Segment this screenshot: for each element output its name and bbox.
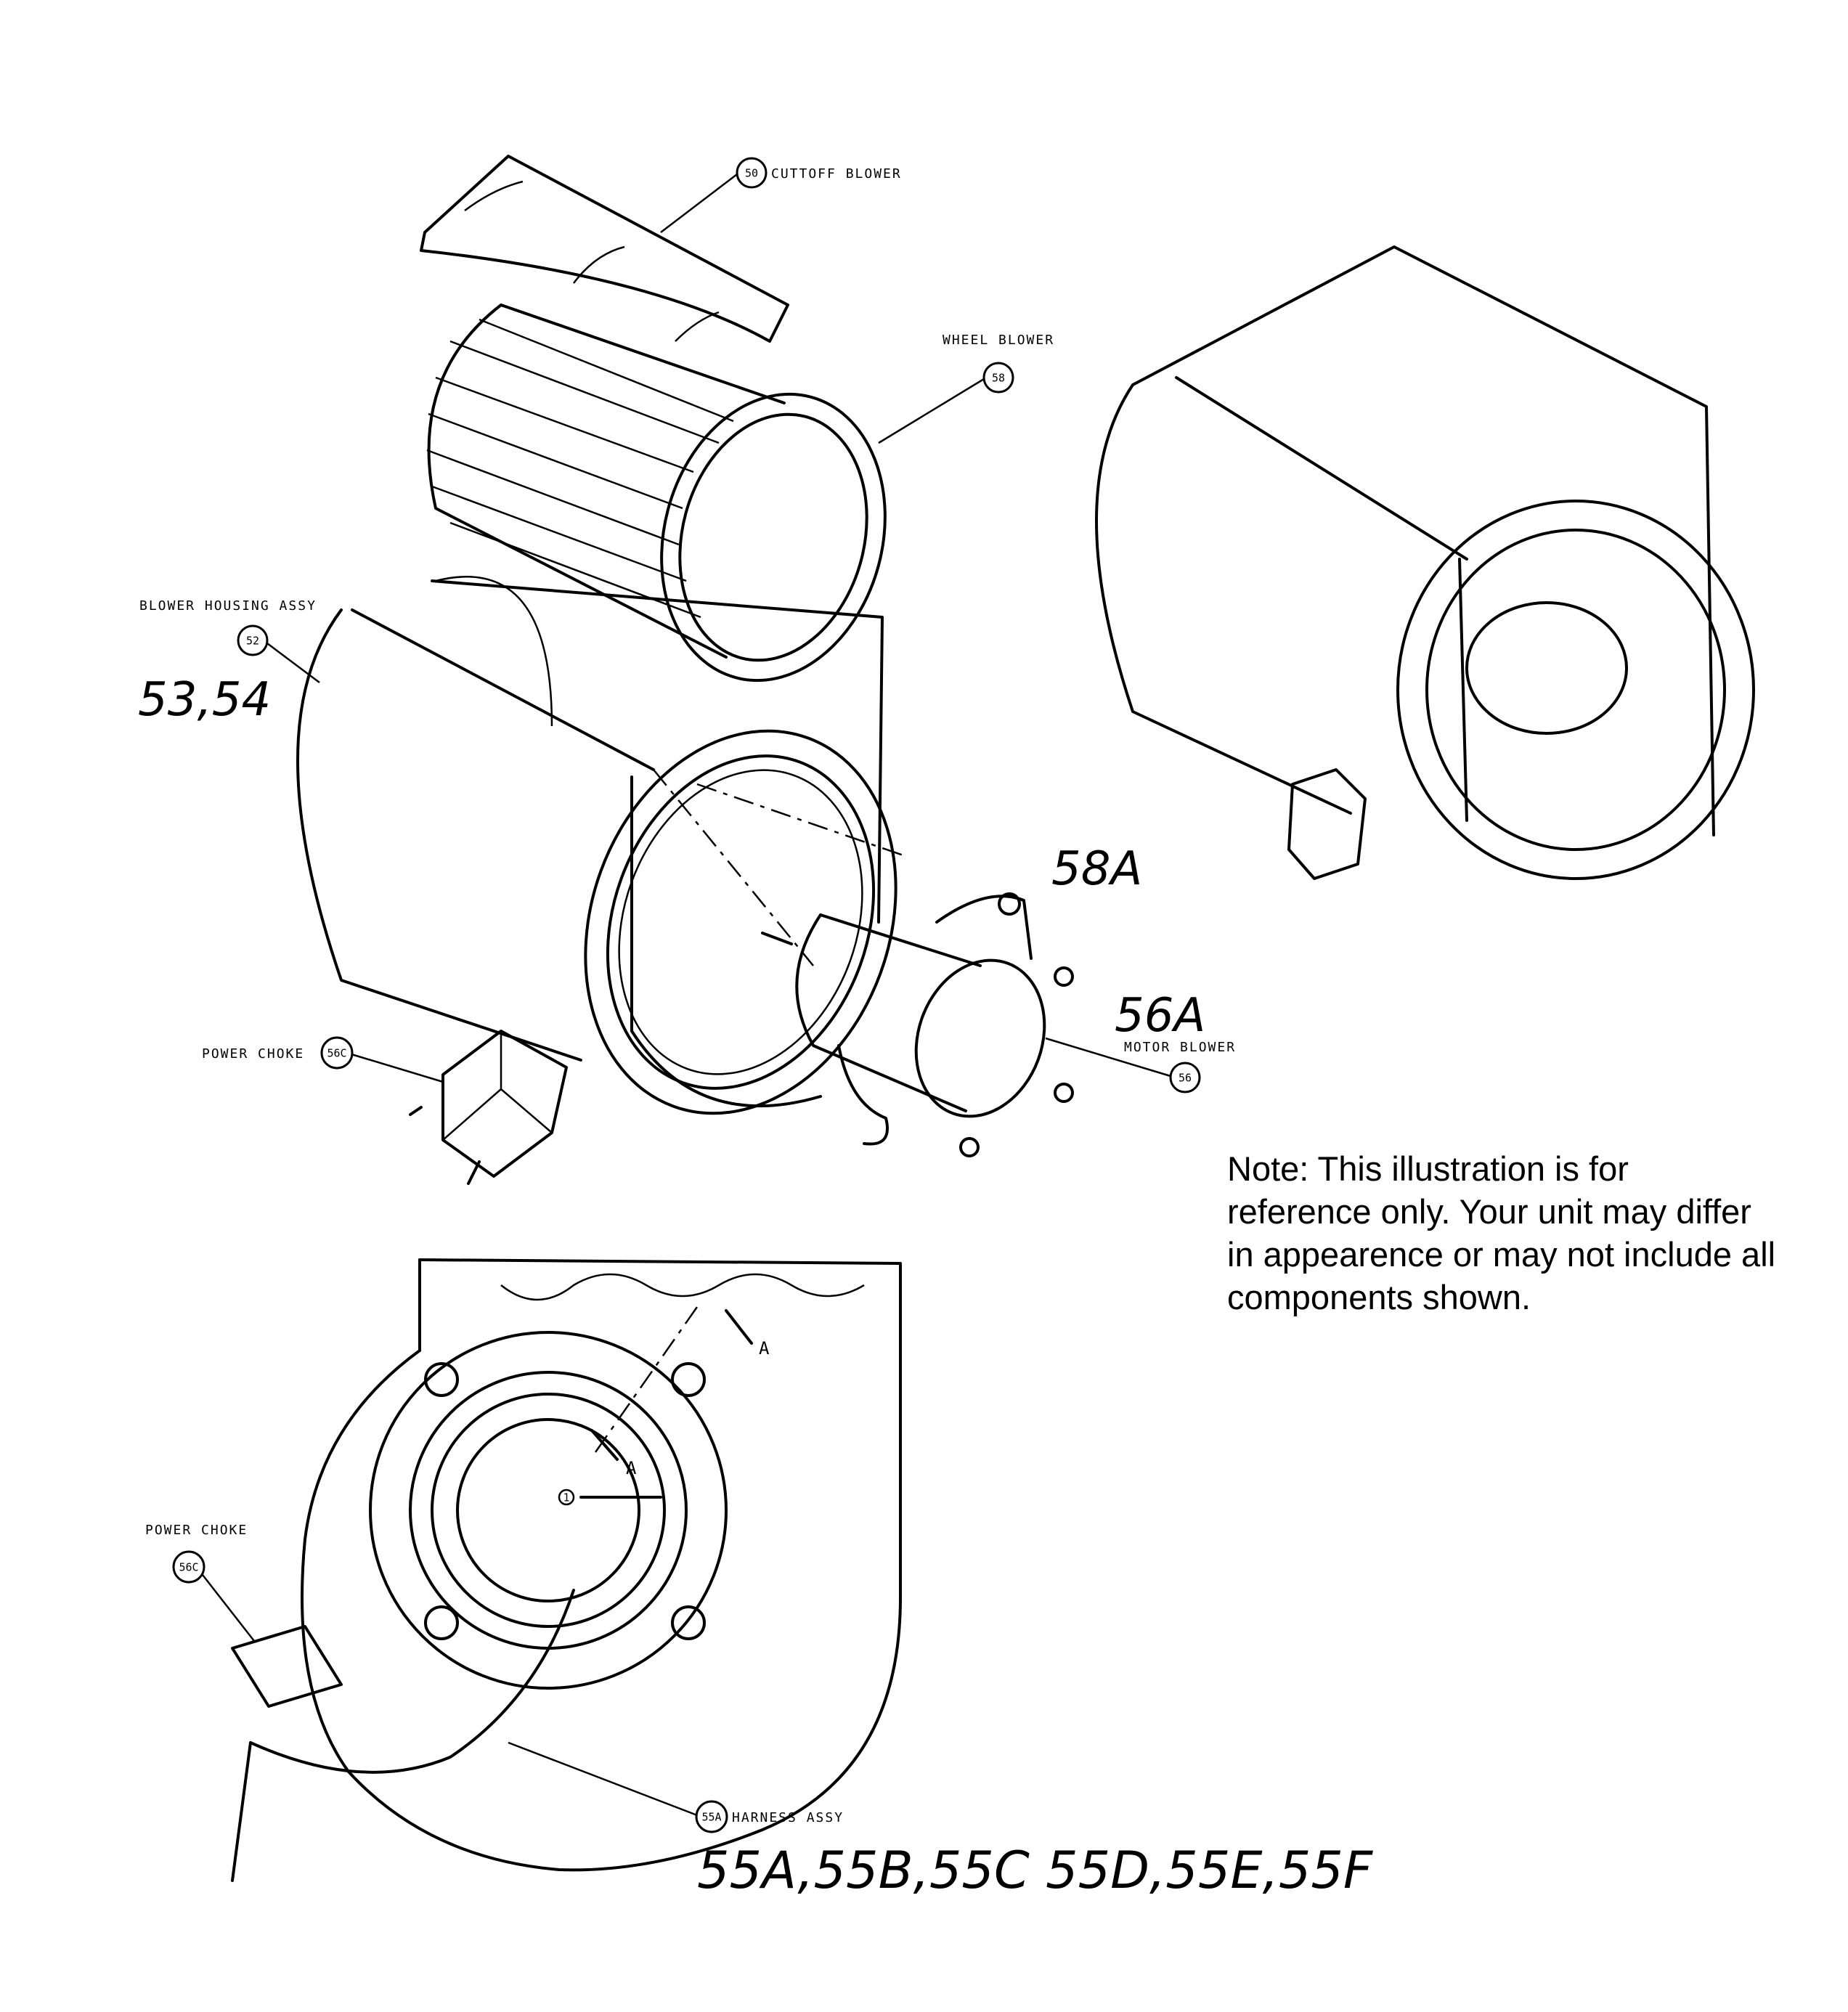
callout-wheel-blower-label: WHEEL BLOWER: [943, 333, 1054, 348]
callout-55a-bubble: [695, 1800, 728, 1833]
cutoff-blower-plate: [420, 155, 789, 343]
handwritten-housing-parts: 53,54: [138, 673, 271, 727]
callout-power-choke-bottom-label: POWER CHOKE: [145, 1523, 248, 1538]
blower-front-view: [231, 1258, 902, 1882]
callout-56c-bottom-number: 56C: [179, 1561, 198, 1574]
callout-58-number: 58: [992, 372, 1005, 385]
power-choke-top: [409, 1030, 568, 1185]
callout-56c-bottom-bubble: [172, 1550, 205, 1584]
callout-56c-top-number: 56C: [327, 1047, 346, 1060]
handwritten-motor-part: 56A: [1115, 989, 1205, 1043]
blower-wheel: [426, 304, 887, 683]
callout-56c-top-bubble: [320, 1036, 354, 1070]
callout-50-number: 50: [745, 167, 758, 180]
assembled-blower: [1095, 245, 1755, 880]
callout-52-number: 52: [246, 635, 259, 648]
callout-56-number: 56: [1179, 1072, 1192, 1085]
reference-note: Note: This illustration is for reference…: [1227, 1149, 1776, 1316]
blower-housing: [296, 576, 908, 1115]
section-a-lower: A: [626, 1458, 638, 1478]
callout-58-bubble: [982, 362, 1014, 394]
handwritten-bracket-part: 58A: [1051, 842, 1142, 896]
callout-55a-number: 55A: [701, 1811, 721, 1824]
callout-power-choke-top-label: POWER CHOKE: [202, 1046, 304, 1062]
callout-52-bubble: [237, 624, 269, 656]
section-a-upper: A: [759, 1338, 770, 1359]
callout-motor-blower-label: MOTOR BLOWER: [1124, 1040, 1236, 1055]
callout-blower-housing-label: BLOWER HOUSING ASSY: [139, 598, 317, 614]
callouts: 50 CUTTOFF BLOWER 58 WHEEL BLOWER 52 BLO…: [139, 157, 1236, 1833]
callout-cutoff-blower-label: CUTTOFF BLOWER: [771, 166, 902, 182]
callout-56-bubble: [1169, 1062, 1201, 1093]
handwritten-harness-parts: 55A,55B,55C 55D,55E,55F: [697, 1841, 1374, 1900]
handwritten-annotations: 53,54 58A 56A 55A,55B,55C 55D,55E,55F: [138, 673, 1374, 1900]
callout-50-bubble: [736, 157, 768, 189]
callout-harness-label: HARNESS ASSY: [732, 1810, 844, 1825]
motor-blower: [761, 892, 1074, 1157]
center-mark-number: 1: [563, 1491, 569, 1504]
